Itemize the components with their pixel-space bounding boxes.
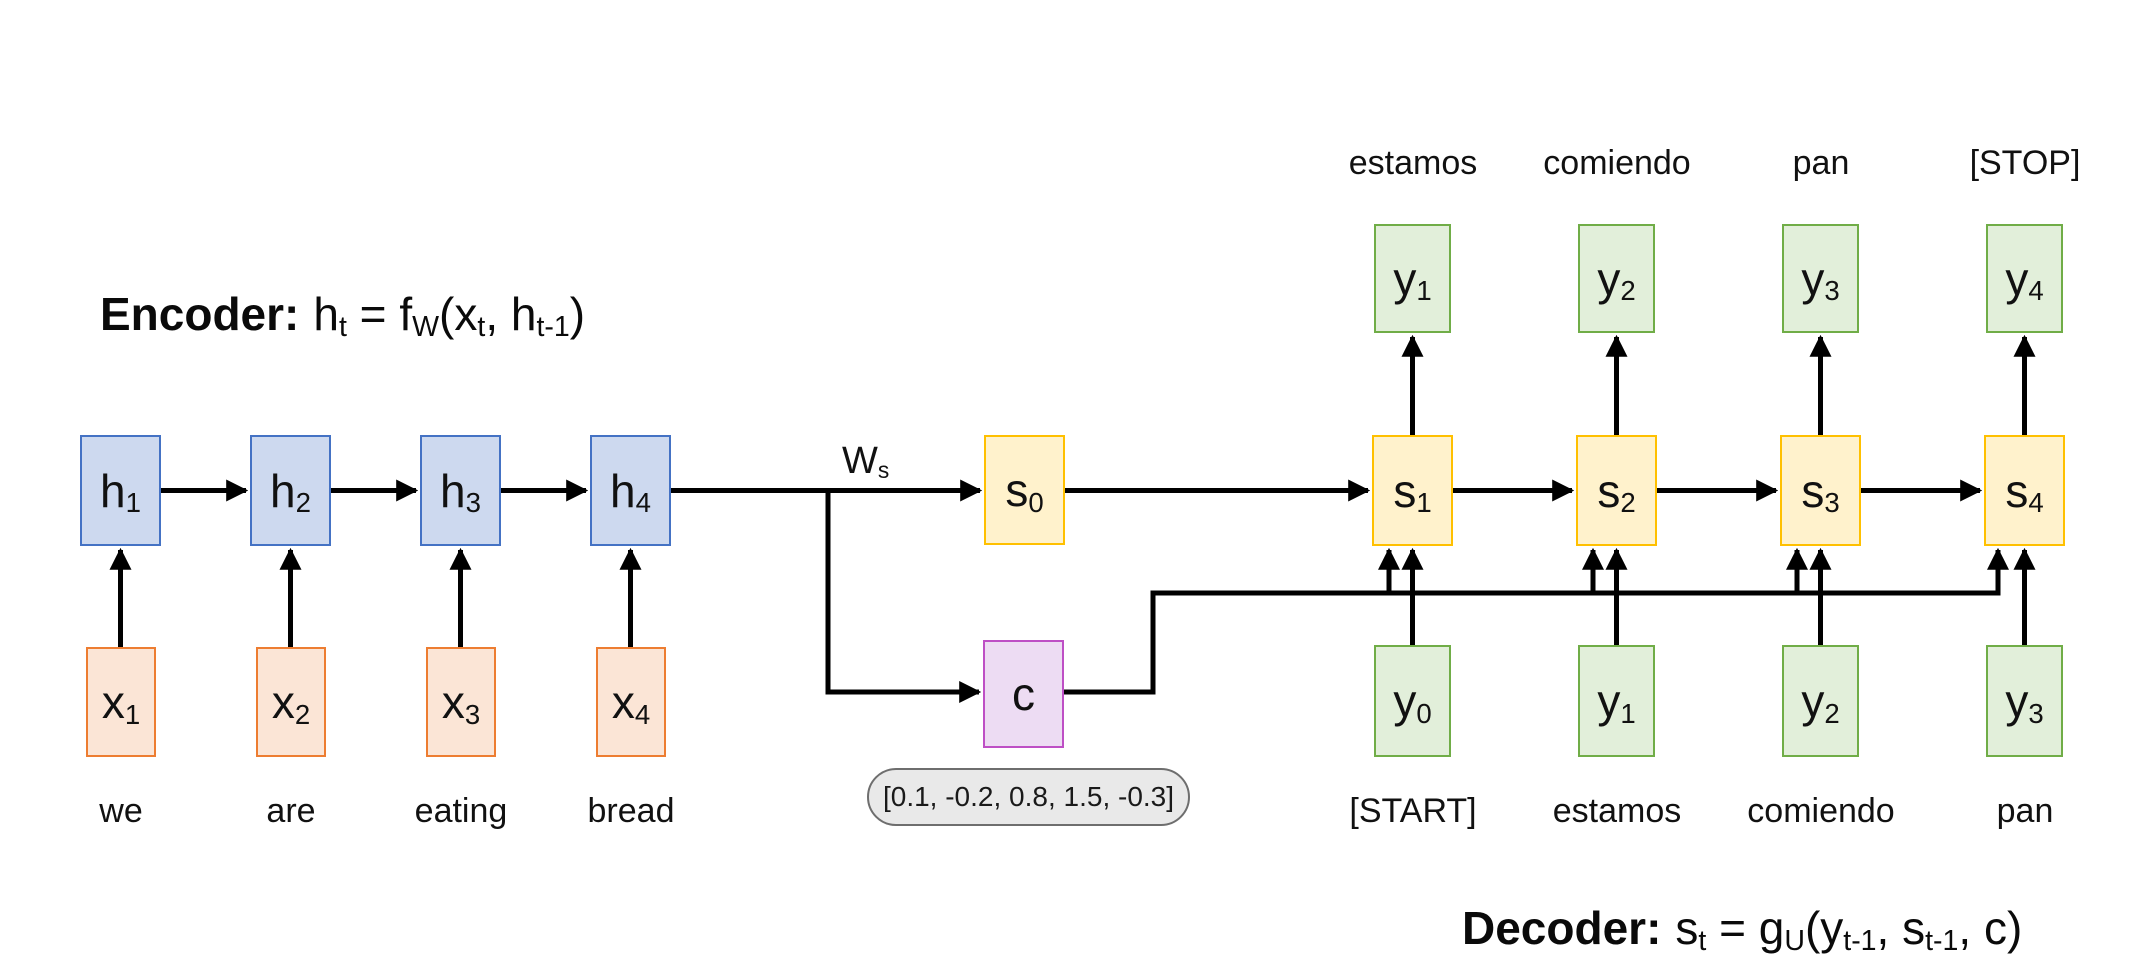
decoder-y3-out-box: y3 (1782, 224, 1859, 333)
encoder-h4-box: h4 (590, 435, 671, 546)
node-label: h3 (440, 464, 481, 519)
decoder-formula-sub: U (1784, 924, 1805, 957)
decoder-formula: Decoder:st = gU(yt-1, st-1, c) (1462, 901, 2023, 957)
context-vector-values: [0.1, -0.2, 0.8, 1.5, -0.3] (867, 768, 1190, 826)
decoder-formula-sub: t-1 (1925, 924, 1959, 957)
node-label: y2 (1801, 675, 1840, 729)
node-label: y1 (1393, 252, 1432, 307)
decoder-output-word-2: comiendo (1543, 144, 1691, 182)
node-label: x1 (101, 676, 141, 730)
encoder-h1-box: h1 (80, 435, 161, 546)
encoder-formula-part: , h (485, 288, 537, 340)
decoder-formula-sub: t (1698, 924, 1707, 957)
decoder-y2-in-box: y2 (1782, 645, 1859, 757)
decoder-output-word-3: pan (1792, 144, 1850, 182)
decoder-formula-part: , s (1876, 902, 1926, 954)
context-vector-text: [0.1, -0.2, 0.8, 1.5, -0.3] (882, 781, 1175, 812)
encoder-formula-part: = f (346, 288, 413, 340)
decoder-y0-in-box: y0 (1374, 645, 1451, 757)
node-label: h4 (610, 464, 651, 519)
encoder-h2-box: h2 (250, 435, 331, 546)
decoder-formula-part: = g (1706, 902, 1785, 954)
decoder-formula-part: , c) (1958, 902, 2023, 954)
encoder-formula-sub: t (338, 310, 347, 343)
decoder-output-word-1: estamos (1348, 144, 1478, 182)
encoder-formula-part: (x (439, 288, 478, 340)
encoder-formula-part: ) (569, 288, 586, 340)
encoder-formula-label: Encoder: (100, 288, 300, 340)
encoder-word-1: we (99, 792, 143, 830)
decoder-formula-sub: t-1 (1843, 924, 1877, 957)
encoder-word-2: are (266, 792, 316, 830)
node-label: x3 (441, 676, 481, 730)
node-label: h2 (270, 464, 311, 519)
decoder-output-word-4: [STOP] (1969, 144, 2081, 182)
encoder-x1-box: x1 (86, 647, 156, 757)
node-label: c (1012, 668, 1035, 720)
node-label: s4 (2005, 464, 2044, 519)
node-label: s1 (1393, 464, 1432, 519)
encoder-x2-box: x2 (256, 647, 326, 757)
encoder-formula-sub: W (412, 310, 440, 343)
decoder-s2-box: s2 (1576, 435, 1657, 546)
decoder-y4-out-box: y4 (1986, 224, 2063, 333)
decoder-y1-out-box: y1 (1374, 224, 1451, 333)
s0-state-box: s0 (984, 435, 1065, 545)
encoder-h3-box: h3 (420, 435, 501, 546)
arrow-h4-c (825, 490, 982, 704)
ws-weight-label: Ws (842, 440, 890, 483)
decoder-s1-box: s1 (1372, 435, 1453, 546)
decoder-formula-label: Decoder: (1462, 902, 1662, 954)
node-label: y0 (1393, 675, 1432, 729)
node-label: x2 (271, 676, 311, 730)
encoder-formula-sub: t (477, 310, 486, 343)
decoder-input-word-1: [START] (1349, 792, 1477, 830)
decoder-input-word-4: pan (1996, 792, 2054, 830)
decoder-y3-in-box: y3 (1986, 645, 2063, 757)
decoder-s4-box: s4 (1984, 435, 2065, 546)
decoder-y1-in-box: y1 (1578, 645, 1655, 757)
node-label: y3 (1801, 252, 1840, 307)
encoder-word-3: eating (414, 792, 508, 830)
decoder-s3-box: s3 (1780, 435, 1861, 546)
decoder-y2-out-box: y2 (1578, 224, 1655, 333)
encoder-word-4: bread (587, 792, 675, 830)
encoder-formula-part: h (313, 288, 339, 340)
encoder-x3-box: x3 (426, 647, 496, 757)
node-label: s3 (1801, 464, 1840, 519)
node-label: y3 (2005, 675, 2044, 729)
decoder-formula-part: (y (1804, 902, 1844, 954)
encoder-formula-sub: t-1 (536, 310, 570, 343)
encoder-formula: Encoder:ht = fW(xt, ht-1) (100, 287, 586, 343)
node-label: h1 (100, 464, 141, 519)
encoder-x4-box: x4 (596, 647, 666, 757)
node-label: s0 (1005, 464, 1044, 518)
node-label: s2 (1597, 464, 1636, 519)
decoder-formula-part: s (1675, 902, 1699, 954)
node-label: y4 (2005, 252, 2044, 307)
node-label: y1 (1597, 675, 1636, 729)
decoder-input-word-3: comiendo (1747, 792, 1895, 830)
context-vector-box: c (983, 640, 1064, 748)
node-label: y2 (1597, 252, 1636, 307)
decoder-input-word-2: estamos (1552, 792, 1682, 830)
node-label: x4 (611, 676, 651, 730)
